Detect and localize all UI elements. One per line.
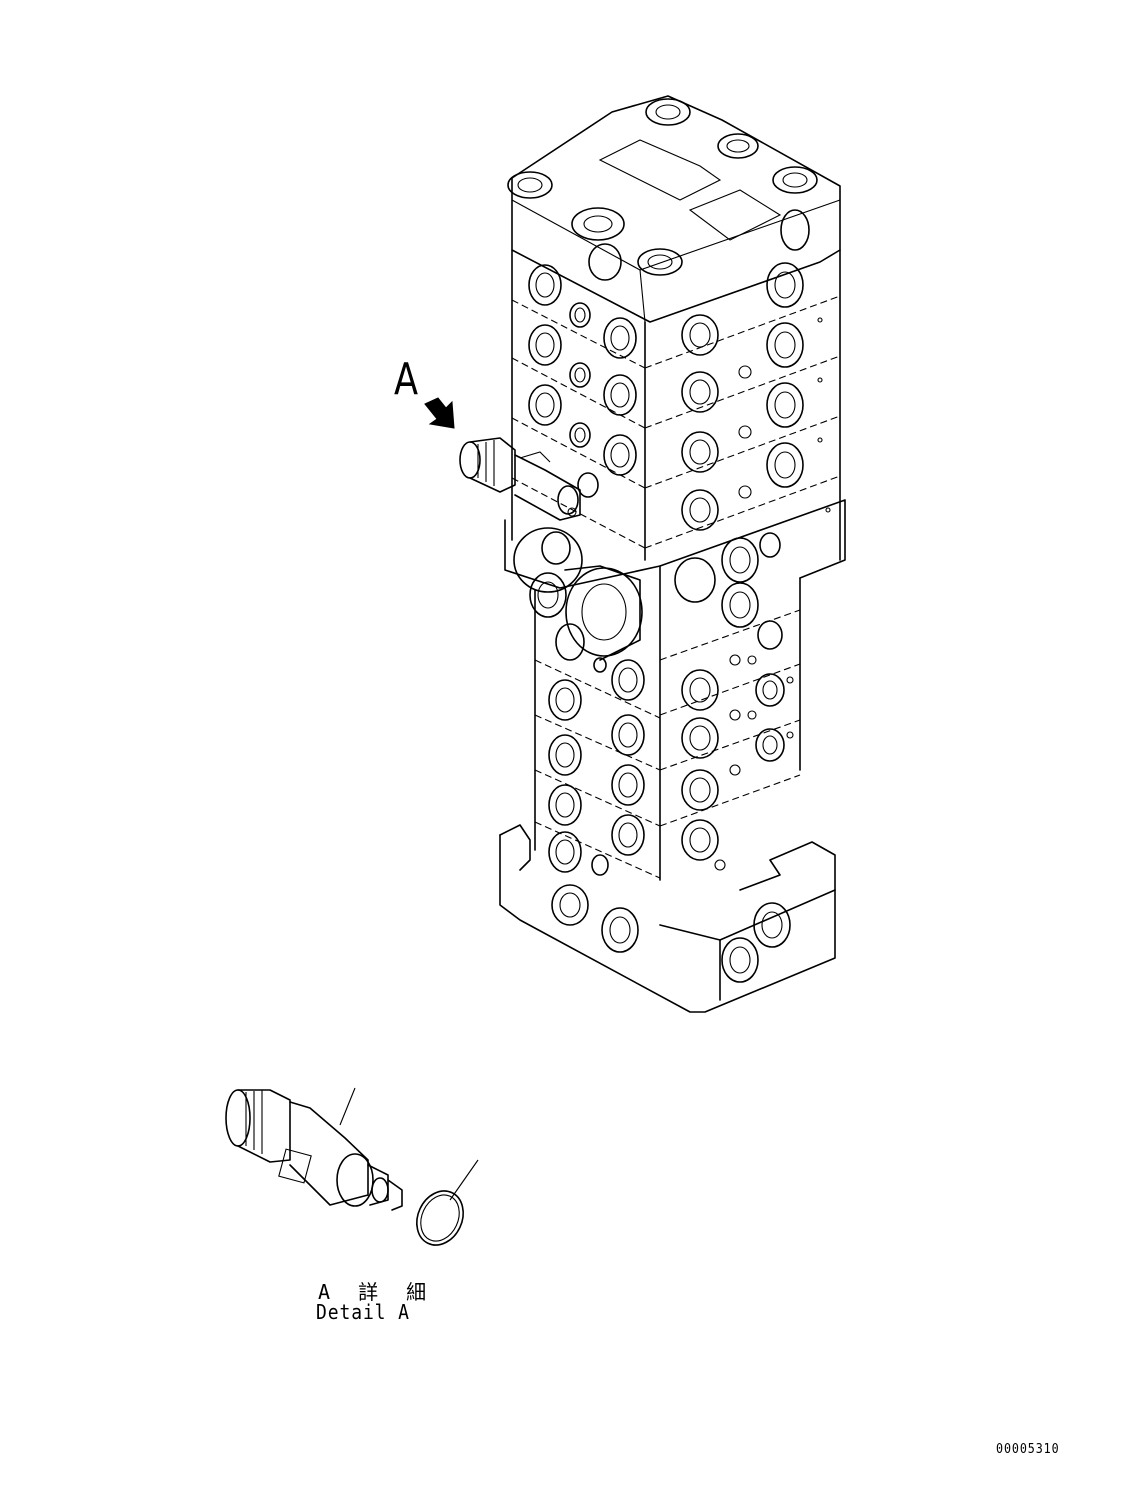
detail-title-jp: A 詳 細 (318, 1280, 435, 1304)
detail-o-ring (416, 1190, 464, 1246)
detail-title-en: Detail A (316, 1300, 410, 1324)
detail-relief-valve (225, 1089, 403, 1211)
installed-relief-valve (459, 437, 581, 521)
callout-label-a: A (394, 354, 419, 405)
control-valve-body (499, 95, 846, 1013)
callout-arrow (424, 397, 455, 429)
leader-lines (339, 1087, 479, 1201)
drawing-number: 00005310 (996, 1442, 1060, 1457)
